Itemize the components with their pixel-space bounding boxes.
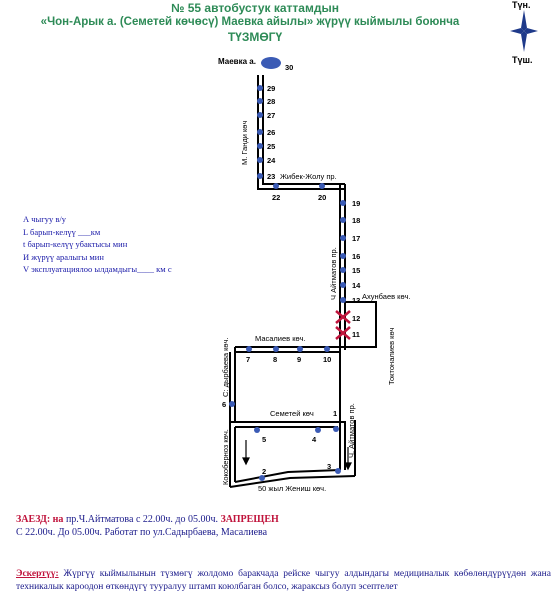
entry-restriction: ЗАЕЗД: на пр.Ч.Айтматова с 22.00ч. до 05… — [16, 513, 279, 539]
stop-marker — [246, 346, 252, 352]
compass-icon — [510, 10, 538, 52]
stop-number: 29 — [267, 84, 275, 93]
terminal-label: Маевка а. — [218, 57, 256, 66]
stop-number: 6 — [222, 400, 226, 409]
stop-marker — [273, 183, 279, 189]
street-label-tokhtonaliev: Токтоналиев көч — [387, 327, 396, 385]
street-label-jibek-jolu: Жибек-Жолу пр. — [280, 172, 337, 181]
stop-markers — [229, 85, 346, 481]
legend-line: И жүрүү аралыгы мин — [23, 251, 104, 262]
stop-number: 4 — [312, 435, 317, 444]
legend-line: t барып-келүү убактысы мин — [23, 239, 128, 249]
stop-number: 28 — [267, 97, 275, 106]
stop-number: 26 — [267, 128, 275, 137]
street-label-kokobernov: Кокоберноз көч. — [221, 429, 230, 485]
route-legend: А чыгуу в/у L барып-келүү ___км t барып-… — [23, 213, 172, 276]
legend-line: V эксплуатациялоо ылдамдыгы____ км с — [23, 264, 172, 274]
stop-marker — [340, 235, 346, 241]
stop-marker — [340, 200, 346, 206]
route-description: «Чон-Арык а. (Семетей көчөсү) Маевка айы… — [40, 16, 460, 28]
entry-time-text: пр.Ч.Айтматова с 22.00ч. до 05.00ч. — [63, 514, 219, 525]
street-label-jenish: 50 жыл Жениш көч. — [258, 484, 326, 493]
stop-marker — [297, 346, 303, 352]
stop-number: 14 — [352, 281, 361, 290]
stop-marker — [229, 401, 235, 407]
stop-number: 2 — [262, 467, 266, 476]
stop-number: 7 — [246, 355, 250, 364]
stop-marker — [333, 426, 339, 432]
stop-marker — [257, 98, 263, 104]
stop-marker — [257, 143, 263, 149]
stop-marker — [257, 85, 263, 91]
stop-marker — [340, 217, 346, 223]
stop-number: 23 — [267, 172, 275, 181]
street-label-gandi: М. Ганди көч — [240, 121, 249, 165]
stop-number: 12 — [352, 314, 360, 323]
note-label: Эскертүү: — [16, 569, 59, 579]
stop-number: 17 — [352, 234, 360, 243]
stop-number: 15 — [352, 266, 360, 275]
stop-marker — [257, 112, 263, 118]
terminal-marker — [261, 57, 281, 69]
scheme-title: ТҮЗМӨГҮ — [227, 30, 283, 44]
stop-number: 13 — [352, 296, 360, 305]
direction-arrows — [242, 440, 352, 471]
stop-marker — [335, 468, 341, 474]
stop-marker — [324, 346, 330, 352]
stop-marker — [340, 253, 346, 259]
compass-south-label: Түш. — [512, 55, 533, 65]
street-label-masaliev: Масалиев көч. — [255, 334, 306, 343]
stop-marker — [340, 297, 346, 303]
stop-number: 8 — [273, 355, 277, 364]
stop-marker — [319, 183, 325, 189]
street-label-semetei: Семетей көч — [270, 409, 314, 418]
stop-number: 10 — [323, 355, 331, 364]
stop-number: 22 — [272, 193, 280, 202]
stop-number: 1 — [333, 409, 337, 418]
stop-number: 3 — [327, 462, 331, 471]
legend-line: L барып-келүү ___км — [23, 226, 101, 237]
stop-number: 27 — [267, 111, 275, 120]
note-text: Жүргүү кыймылынын түзмөгү жолдомо баракч… — [16, 569, 551, 592]
stop-number: 19 — [352, 199, 360, 208]
stop-marker — [273, 346, 279, 352]
stop-number: 9 — [297, 355, 301, 364]
compass-north-label: Түн. — [512, 0, 531, 10]
stop-marker — [340, 282, 346, 288]
stop-marker — [254, 427, 260, 433]
entry-alternative-route: С 22.00ч. До 05.00ч. Работат по ул.Садыр… — [16, 527, 268, 538]
stop-marker — [257, 173, 263, 179]
street-label-aitmatov-lower: Ч. Айтматов пр. — [347, 403, 356, 458]
stop-marker — [259, 475, 265, 481]
stop-marker — [257, 157, 263, 163]
entry-label: ЗАЕЗД: на — [16, 514, 64, 525]
stop-number: 25 — [267, 142, 275, 151]
stop-number: 18 — [352, 216, 360, 225]
stop-marker — [257, 129, 263, 135]
stop-marker — [315, 427, 321, 433]
closed-stop-icon — [335, 310, 351, 340]
street-label-aitmatov-upper: Ч Айтматов пр. — [329, 247, 338, 300]
stop-number: 24 — [267, 156, 276, 165]
street-label-akhunbaev: Ахунбаев көч. — [362, 292, 411, 301]
street-label-sadyrbaev: С: дырбаева көч. — [221, 337, 230, 397]
route-number-title: № 55 автобустук каттамдын — [171, 1, 339, 15]
entry-banned-text: ЗАПРЕЩЕН — [218, 514, 279, 525]
stop-marker — [340, 267, 346, 273]
stop-number: 5 — [262, 435, 266, 444]
legend-line: А чыгуу в/у — [23, 214, 66, 224]
stop-number: 16 — [352, 252, 360, 261]
warning-note: Эскертүү: Жүргүү кыймылынын түзмөгү жолд… — [16, 568, 551, 594]
stop-number: 30 — [285, 63, 293, 72]
route-lines — [229, 75, 377, 488]
stop-number: 11 — [352, 330, 360, 339]
stop-number: 20 — [318, 193, 326, 202]
